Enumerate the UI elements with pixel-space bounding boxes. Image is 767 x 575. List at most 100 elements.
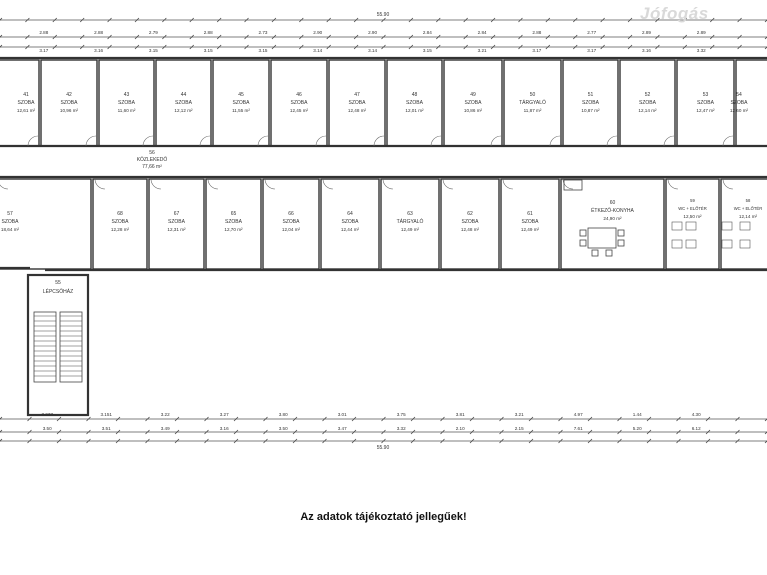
dimension-tick: [655, 44, 660, 50]
room-number: 45: [238, 92, 244, 98]
dimension-label: 2.79: [149, 30, 158, 35]
dimension-label: 7.61: [574, 426, 583, 431]
dimension-tick: [299, 17, 304, 23]
dimension-tick: [174, 429, 180, 435]
dimension-tick: [737, 34, 742, 40]
dimension-tick: [381, 416, 386, 422]
dimension-tick: [627, 17, 633, 23]
dimension-tick: [56, 429, 62, 435]
dimension-tick: [326, 34, 331, 40]
room-area: 12,01 m²: [405, 108, 424, 113]
dimension-tick: [463, 17, 468, 23]
dimension-tick: [737, 17, 742, 23]
dimension-tick: [189, 17, 195, 23]
room-name: SZOBA: [2, 219, 20, 225]
dimension-tick: [617, 416, 622, 422]
dimension-tick: [572, 34, 578, 40]
disclaimer-text: Az adatok tájékoztató jellegűek!: [300, 511, 467, 523]
room-name: TÁRGYALÓ: [519, 99, 546, 106]
dimension-tick: [463, 44, 468, 50]
room-area: 12,12 m²: [174, 108, 193, 113]
dimension-tick: [436, 44, 441, 50]
dimension-tick: [440, 429, 445, 435]
dimension-tick: [189, 44, 195, 50]
room-area: 12,50 m²: [683, 214, 702, 219]
dimension-label: 3.15: [258, 48, 267, 53]
room-name: SZOBA: [342, 219, 360, 225]
dimension-tick: [655, 17, 660, 23]
dimension-tick: [381, 34, 386, 40]
dimension-tick: [353, 34, 359, 40]
dimension-tick: [469, 416, 475, 422]
dimension-tick: [134, 17, 140, 23]
room-area: 12,49 m²: [521, 227, 540, 232]
corridor-label: 56 KÖZLEKEDŐ 77,66 m²: [137, 150, 168, 170]
dimension-tick: [263, 429, 268, 435]
dimension-tick: [233, 438, 239, 444]
bottom-overall-dimension: 55.90: [377, 445, 390, 451]
dimension-tick: [25, 17, 30, 23]
dimension-label: 4.97: [574, 412, 583, 417]
dimension-label: 2.88: [39, 30, 48, 35]
dimension-label: 3.75: [397, 412, 406, 417]
dimension-tick: [528, 429, 534, 435]
dimension-label: 2.88: [532, 30, 541, 35]
room-number: 66: [288, 211, 294, 217]
room-name: SZOBA: [233, 100, 251, 106]
dimension-tick: [145, 416, 150, 422]
room-area: 12,47 m²: [696, 108, 715, 113]
dimension-tick: [52, 17, 58, 23]
room-number: 61: [527, 211, 533, 217]
dimension-label: 3.15: [204, 48, 213, 53]
room-name: SZOBA: [168, 219, 186, 225]
dimension-tick: [410, 429, 416, 435]
dimension-tick: [216, 34, 222, 40]
dimension-tick: [463, 34, 468, 40]
room-name: SZOBA: [18, 100, 36, 106]
dimension-tick: [676, 438, 681, 444]
room-name: WC + ELŐTÉR: [678, 206, 707, 211]
dimension-tick: [189, 34, 195, 40]
dimension-tick: [351, 416, 357, 422]
dimension-tick: [764, 418, 767, 422]
dimension-label: 3.16: [94, 48, 103, 53]
dimension-label: 2.77: [587, 30, 596, 35]
dimension-label: 3.17: [39, 48, 48, 53]
dimension-tick: [676, 416, 681, 422]
dimension-tick: [617, 429, 622, 435]
dimension-label: 3.50: [279, 426, 288, 431]
room-number: 63: [407, 211, 413, 217]
dimension-tick: [735, 429, 740, 435]
dimension-tick: [353, 17, 359, 23]
dimension-label: 3.32: [397, 426, 406, 431]
dimension-tick: [617, 438, 622, 444]
dimension-tick: [408, 34, 414, 40]
room-name: SZOBA: [582, 100, 600, 106]
dimension-tick: [115, 438, 121, 444]
dimension-tick: [292, 438, 298, 444]
room-name: ÉTKEZŐ-KONYHA: [591, 207, 634, 214]
room-name: SZOBA: [291, 100, 309, 106]
corridor-number: 56: [149, 150, 155, 156]
dimension-label: 3.21: [478, 48, 487, 53]
room-number: 57: [7, 211, 13, 217]
room-area: 10,87 m²: [581, 108, 600, 113]
room-number: 67: [174, 211, 180, 217]
dimension-tick: [27, 429, 32, 435]
dimension-tick: [655, 34, 660, 40]
room-area: 12,48 m²: [461, 227, 480, 232]
dimension-tick: [233, 416, 239, 422]
room-name: SZOBA: [175, 100, 193, 106]
dimension-tick: [737, 44, 742, 50]
dimension-tick: [25, 34, 30, 40]
